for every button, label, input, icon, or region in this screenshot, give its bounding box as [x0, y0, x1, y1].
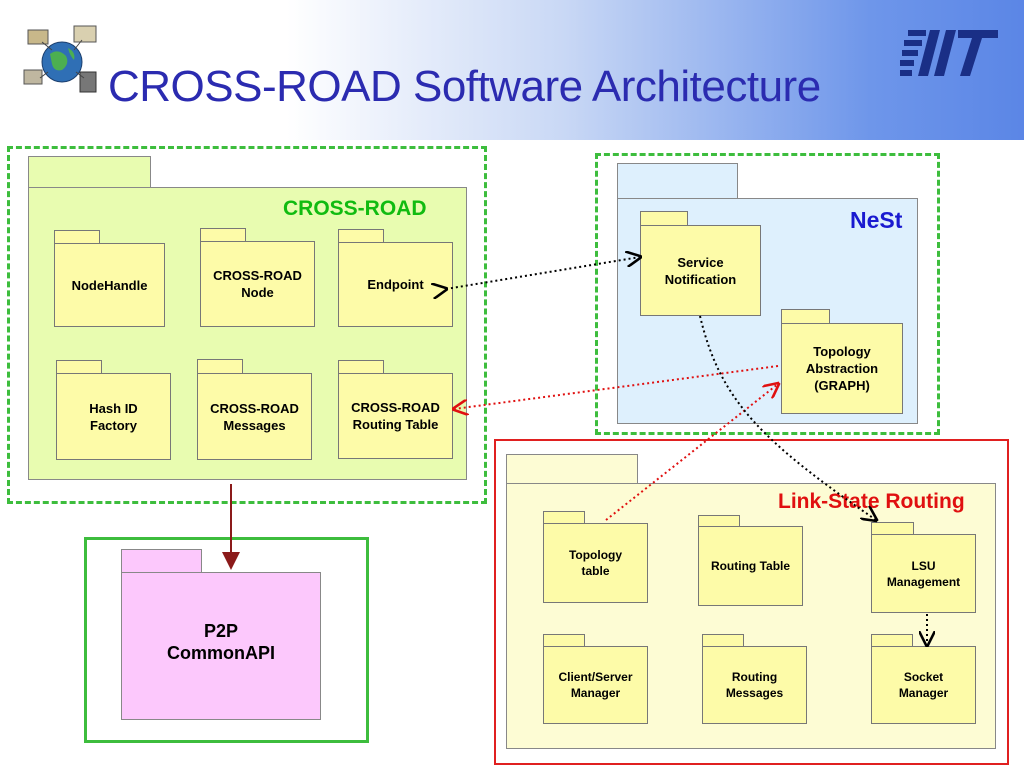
crossroad-node-box: CROSS-ROAD Node: [200, 241, 315, 327]
p2p-package-label: P2P CommonAPI: [167, 621, 275, 663]
p2p-package-tab: [121, 549, 202, 573]
box-tab: [640, 211, 688, 226]
box-tab: [781, 309, 830, 324]
endpoint-box: Endpoint: [338, 242, 453, 327]
box-tab: [338, 229, 384, 243]
crossroad-package-tab: [28, 156, 151, 188]
p2p-package: [121, 572, 321, 720]
nodehandle-box: NodeHandle: [54, 243, 165, 327]
lsr-routing-table-box: Routing Table: [698, 526, 803, 606]
lsr-package-tab: [506, 454, 638, 484]
globe-network-icon: [23, 25, 97, 93]
service-notification-box: Service Notification: [640, 225, 761, 316]
routing-messages-box: Routing Messages: [702, 646, 807, 724]
crossroad-messages-box: CROSS-ROAD Messages: [197, 373, 312, 460]
socket-manager-box: Socket Manager: [871, 646, 976, 724]
crossroad-dashed-frame: [7, 146, 487, 504]
box-tab: [54, 230, 100, 244]
nest-package-tab: [617, 163, 738, 199]
box-tab: [200, 228, 246, 242]
box-tab: [56, 360, 102, 374]
crossroad-routing-table-box: CROSS-ROAD Routing Table: [338, 373, 453, 459]
hash-id-factory-box: Hash ID Factory: [56, 373, 171, 460]
topology-abstraction-box: Topology Abstraction (GRAPH): [781, 323, 903, 414]
box-tab: [197, 359, 243, 374]
crossroad-package-label: CROSS-ROAD: [283, 197, 427, 220]
p2p-frame: [84, 537, 369, 743]
client-server-manager-box: Client/Server Manager: [543, 646, 648, 724]
box-tab: [338, 360, 384, 374]
page-title: CROSS-ROAD Software Architecture: [108, 62, 821, 111]
nest-package-label: NeSt: [850, 207, 903, 233]
lsu-management-box: LSU Management: [871, 534, 976, 613]
topology-table-box: Topology table: [543, 523, 648, 603]
lsr-package-label: Link-State Routing: [778, 490, 965, 513]
iit-logo: [900, 30, 998, 76]
header-gradient: [0, 0, 1024, 140]
